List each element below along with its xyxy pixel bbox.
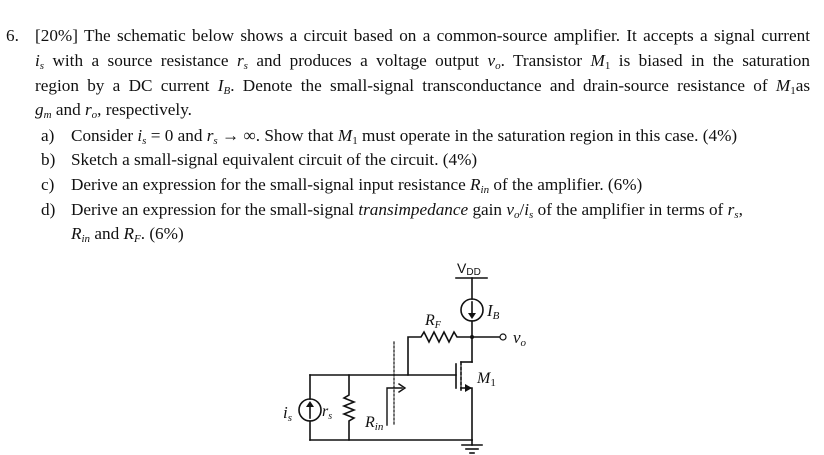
- output-terminal: [499, 333, 507, 341]
- transimpedance-word: transimpedance: [358, 200, 469, 219]
- sym-rs: rs: [236, 51, 248, 72]
- sym-vo: vo: [487, 51, 501, 72]
- sym-m1: M1: [590, 51, 611, 72]
- part-b-label: b): [41, 150, 56, 169]
- rf-resistor-icon: [407, 330, 473, 376]
- part-d-text: Derive an expression for the small-signa…: [71, 200, 743, 221]
- rin-arrowhead-icon: [398, 383, 407, 393]
- is-current-source-icon: [298, 374, 322, 441]
- sym-ro: ro: [84, 100, 98, 121]
- nmos-transistor-m1-icon: [455, 361, 473, 441]
- m1-label: M1: [476, 370, 496, 389]
- intro-text-1: The schematic below shows a circuit base…: [83, 26, 810, 45]
- part-d-label: d): [41, 200, 56, 219]
- vdd-label: VDD: [457, 260, 481, 278]
- question-intro-4: gm and ro, respectively.: [35, 100, 192, 121]
- sym-ib: IB: [217, 76, 231, 97]
- part-b-text: Sketch a small-signal equivalent circuit…: [71, 150, 478, 169]
- is-label: is: [283, 403, 292, 424]
- question-intro-3: region by a DC current IB. Denote the sm…: [35, 76, 811, 97]
- ib-current-source-icon: [460, 298, 484, 363]
- part-c-label: c): [41, 175, 55, 194]
- vdd-rail: [455, 277, 488, 300]
- rs-label: rs: [322, 403, 332, 422]
- ib-label: IB: [486, 301, 500, 322]
- sym-is: is: [35, 51, 45, 72]
- question-intro-1: [20%] The schematic below shows a circui…: [35, 26, 810, 46]
- question-number: 6.: [6, 26, 19, 45]
- part-c-text: Derive an expression for the small-signa…: [71, 175, 643, 196]
- rs-resistor-icon: [341, 374, 357, 441]
- sym-m1b: M1: [775, 76, 796, 97]
- rin-label: Rin: [364, 414, 384, 433]
- part-a-label: a): [41, 126, 55, 145]
- part-d-text-2: Rin and RF. (6%): [71, 224, 184, 245]
- rin-arrow-icon: [386, 387, 403, 426]
- question-intro-2: is with a source resistance rs and produ…: [35, 51, 810, 72]
- ground-icon: [461, 439, 483, 454]
- vo-label: vo: [513, 328, 527, 349]
- sym-gm: gm: [35, 100, 52, 121]
- question-weight: [20%]: [35, 26, 78, 45]
- part-a-text: Consider is = 0 and rs → ∞. Show that M1…: [71, 126, 738, 147]
- rf-label: RF: [424, 312, 442, 331]
